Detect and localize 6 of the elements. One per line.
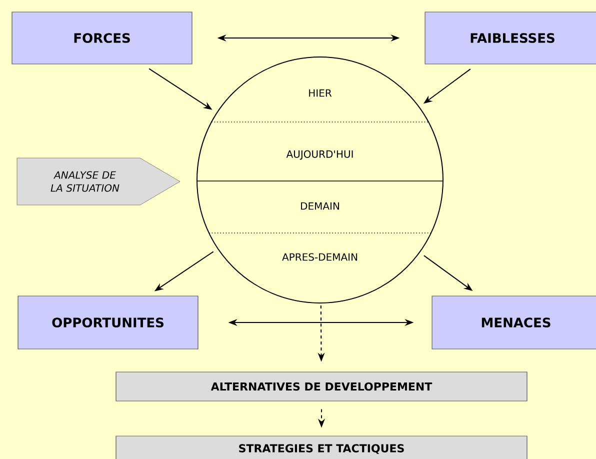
label-box: FORCES <box>12 12 192 64</box>
label-box: FAIBLESSES <box>424 12 596 64</box>
banner-box: STRATEGIES ET TACTIQUES <box>116 436 528 459</box>
banner-box: ALTERNATIVES DE DEVELOPPEMENT <box>116 372 528 402</box>
label-box: OPPORTUNITES <box>18 296 198 350</box>
label-box: MENACES <box>432 296 596 350</box>
